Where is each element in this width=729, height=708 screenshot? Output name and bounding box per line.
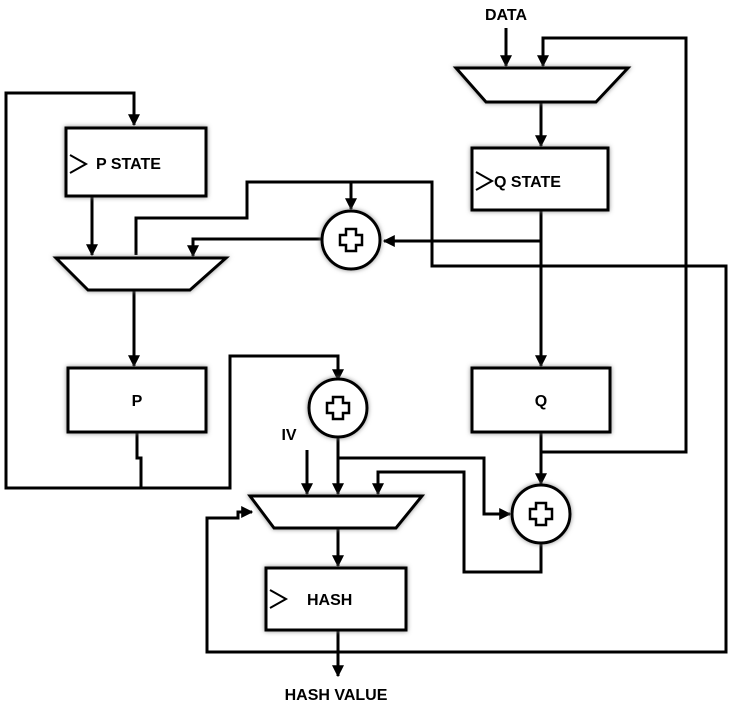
hash-label: HASH — [307, 592, 352, 609]
middle-adder — [307, 377, 369, 439]
q-state-label: Q STATE — [494, 174, 561, 191]
p-register: P — [66, 366, 208, 434]
hash-register: HASH — [264, 566, 408, 632]
clock-icon — [69, 154, 89, 174]
clock-icon — [269, 589, 289, 609]
wire-lower-adder-to-hash-mux — [372, 470, 543, 574]
wire-middle-adder-to-lower-adder — [338, 456, 512, 520]
plus-icon — [338, 227, 364, 253]
wire-p-mux-feedback-to-upper-adder — [134, 180, 357, 255]
upper-adder — [320, 209, 382, 271]
wire-p-feedback-to-p-state — [4, 91, 143, 490]
wire-p-to-middle-adder — [141, 354, 344, 490]
wire-upper-adder-to-hash-mux — [205, 180, 728, 654]
q-register: Q — [470, 366, 612, 434]
wire-upper-adder-to-p-mux — [187, 237, 322, 258]
p-label: P — [132, 393, 143, 410]
plus-icon — [325, 395, 351, 421]
hash-value-output-label: HASH VALUE — [285, 687, 388, 704]
data-input-label: DATA — [485, 7, 528, 24]
wires — [4, 28, 728, 678]
p-state-label: P STATE — [96, 156, 161, 173]
lower-adder — [510, 483, 572, 545]
q-mux — [452, 66, 632, 104]
p-mux — [52, 256, 230, 292]
hash-mux — [247, 494, 426, 530]
clock-icon — [475, 171, 495, 191]
wire-q-feedback-to-q-mux — [537, 36, 688, 454]
iv-input-label: IV — [281, 427, 296, 444]
plus-icon — [528, 501, 554, 527]
q-label: Q — [535, 393, 547, 410]
p-state-register: P STATE — [64, 126, 208, 198]
q-state-register: Q STATE — [470, 146, 610, 212]
